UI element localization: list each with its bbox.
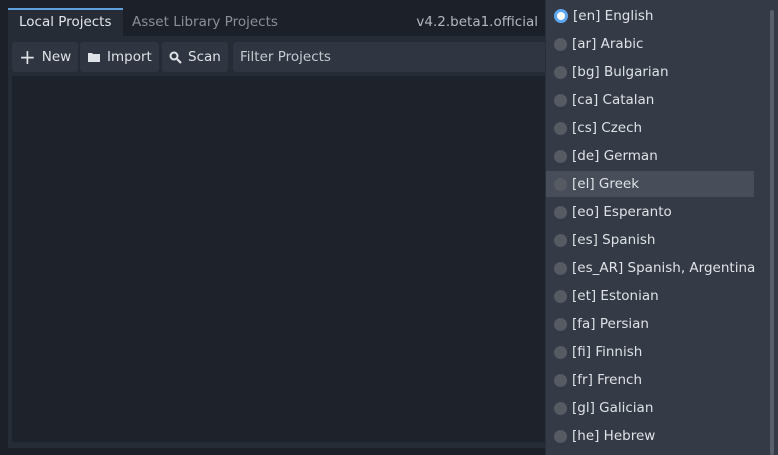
radio-icon	[554, 65, 567, 79]
radio-icon	[554, 429, 567, 443]
radio-icon	[554, 233, 567, 247]
language-option-label: [fi] Finnish	[572, 344, 643, 360]
language-option-label: [de] German	[572, 148, 658, 164]
radio-icon	[554, 401, 567, 415]
language-dropdown-menu: [en] English [ar] Arabic [bg] Bulgarian [ca…	[545, 0, 778, 455]
language-option-label: [en] English	[573, 8, 654, 24]
tab-bar: Local Projects Asset Library Projects v4…	[8, 8, 568, 36]
scan-label: Scan	[188, 49, 221, 65]
language-option[interactable]: [ar] Arabic	[546, 31, 754, 57]
radio-icon	[554, 9, 568, 23]
language-option-label: [fr] French	[572, 372, 643, 388]
language-option-label: [es_AR] Spanish, Argentina	[572, 260, 756, 276]
language-option-label: [he] Hebrew	[572, 428, 656, 444]
language-option-label: [ca] Catalan	[572, 92, 655, 108]
language-option[interactable]: [es_AR] Spanish, Argentina	[546, 255, 756, 281]
language-option[interactable]: [et] Estonian	[546, 283, 754, 309]
language-option-label: [et] Estonian	[572, 288, 659, 304]
filter-projects-input[interactable]: Filter Projects	[233, 42, 563, 72]
language-option-label: [el] Greek	[572, 176, 640, 192]
new-label: New	[41, 49, 72, 65]
radio-icon	[554, 177, 567, 191]
language-option[interactable]: [eo] Esperanto	[546, 199, 754, 225]
radio-icon	[554, 345, 567, 359]
language-option-label: [es] Spanish	[572, 232, 656, 248]
tab-asset-library-projects[interactable]: Asset Library Projects	[132, 14, 278, 30]
folder-icon	[88, 53, 100, 62]
language-option-label: [gl] Galician	[572, 400, 654, 416]
language-option-label: [ar] Arabic	[572, 36, 644, 52]
radio-icon	[554, 37, 567, 51]
language-option[interactable]: [fi] Finnish	[546, 339, 754, 365]
language-option-label: [eo] Esperanto	[572, 204, 672, 220]
import-button[interactable]: Import	[80, 42, 159, 72]
radio-icon	[554, 261, 567, 275]
language-option[interactable]: [bg] Bulgarian	[546, 59, 754, 85]
language-option[interactable]: [fr] French	[546, 367, 754, 393]
language-option[interactable]: [el] Greek	[546, 171, 754, 197]
language-option[interactable]: [es] Spanish	[546, 227, 754, 253]
language-option-label: [bg] Bulgarian	[572, 64, 669, 80]
radio-icon	[554, 289, 567, 303]
radio-icon	[554, 121, 567, 135]
language-option[interactable]: [cs] Czech	[546, 115, 754, 141]
language-option[interactable]: [ca] Catalan	[546, 87, 754, 113]
tab-local-projects[interactable]: Local Projects	[8, 8, 123, 36]
radio-icon	[554, 205, 567, 219]
language-option[interactable]: [fa] Persian	[546, 311, 754, 337]
new-button[interactable]: + New	[12, 42, 79, 72]
language-option[interactable]: [en] English	[546, 3, 754, 29]
search-icon	[169, 51, 182, 64]
version-label: v4.2.beta1.official	[416, 14, 538, 30]
language-option[interactable]: [he] Hebrew	[546, 423, 754, 449]
radio-icon	[554, 317, 567, 331]
language-option-label: [fa] Persian	[572, 316, 649, 332]
scan-button[interactable]: Scan	[162, 42, 228, 72]
import-label: Import	[107, 49, 152, 65]
project-manager-panel: Local Projects Asset Library Projects v4…	[8, 8, 568, 448]
language-option-label: [cs] Czech	[572, 120, 643, 136]
radio-icon	[554, 373, 567, 387]
radio-icon	[554, 149, 567, 163]
project-list	[12, 76, 564, 442]
language-option[interactable]: [de] German	[546, 143, 754, 169]
plus-icon: +	[19, 45, 36, 69]
radio-icon	[554, 93, 567, 107]
menu-scrollbar[interactable]	[770, 10, 774, 455]
language-option[interactable]: [gl] Galician	[546, 395, 754, 421]
